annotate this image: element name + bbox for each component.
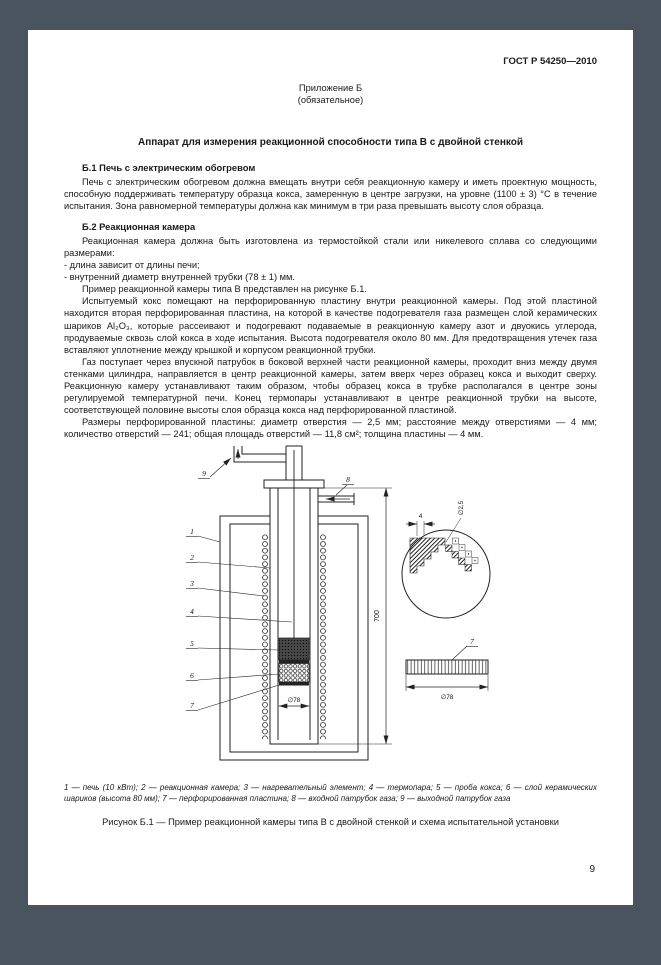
- hole-diameter-leader: [445, 518, 461, 543]
- coke-sample: [278, 637, 309, 661]
- chamber-inner-tube: [277, 488, 310, 741]
- chamber-outer-wall: [269, 488, 318, 745]
- callout-3: 3: [189, 579, 194, 588]
- dimension-700: 700: [317, 488, 392, 745]
- perforated-plate-upper: [278, 660, 309, 664]
- section-b2-paragraph-2: Пример реакционной камеры типа В предста…: [82, 284, 367, 295]
- perforated-plate-lower: [278, 682, 309, 686]
- callout-5: 5: [190, 639, 194, 648]
- annex-block: Приложение Б (обязательное): [64, 83, 597, 106]
- detail-circle: [401, 529, 490, 619]
- dimension-hole-spacing: [405, 521, 435, 537]
- gas-inlet-pipe: [317, 493, 354, 506]
- callout-2: 2: [190, 553, 194, 562]
- hole-pattern-stair-squares: [444, 545, 472, 572]
- section-b1-heading: Б.1 Печь с электрическим обогревом: [82, 161, 256, 173]
- chamber-neck-tube: [285, 445, 302, 481]
- callout-8: 8: [346, 475, 350, 484]
- section-b2-paragraph-1: Реакционная камера должна быть изготовле…: [64, 235, 597, 259]
- section-b2-heading: Б.2 Реакционная камера: [82, 220, 196, 232]
- dimension-tube-diameter: ∅78: [278, 697, 309, 709]
- gas-outlet-pipe: [233, 446, 286, 463]
- plate-detail-view: 4 ∅2,5 7 ∅78: [401, 501, 490, 701]
- figure-caption: Рисунок Б.1 — Пример реакционной камеры …: [102, 816, 559, 827]
- plate-section-view: [405, 659, 488, 675]
- callout-leaders: [185, 458, 354, 712]
- hole-pattern-hatched-sector: [409, 537, 445, 574]
- document-page: ГОСТ Р 54250—2010 Приложение Б (обязател…: [28, 30, 633, 905]
- annex-subtitle: (обязательное): [297, 94, 364, 105]
- hole-pattern-dotted-squares: [451, 538, 478, 565]
- dim-label-700: 700: [374, 610, 381, 622]
- plate-callout-leader: [451, 646, 478, 661]
- annex-title: Приложение Б: [298, 83, 363, 93]
- dim-label-plate-diameter: ∅78: [440, 694, 453, 701]
- ceramic-balls-layer: [278, 663, 309, 683]
- callout-4: 4: [190, 607, 194, 616]
- callout-1: 1: [190, 527, 194, 536]
- page-title: Аппарат для измерения реакционной способ…: [137, 137, 524, 149]
- section-b2-list-item-1: - длина зависит от длины печи;: [64, 260, 200, 271]
- callout-6: 6: [190, 671, 194, 680]
- apparatus-view: ∅78 700: [185, 445, 392, 761]
- callout-9: 9: [202, 469, 206, 478]
- standard-number: ГОСТ Р 54250—2010: [503, 56, 597, 67]
- furnace-outer-casing: [219, 515, 368, 761]
- furnace-inner-casing: [229, 523, 358, 753]
- figure-b1-diagram: ∅78 700: [185, 445, 490, 761]
- section-b2-list-item-2: - внутренний диаметр внутренней трубки (…: [64, 272, 295, 283]
- figure-b1: ∅78 700: [64, 444, 597, 779]
- furnace-and-chamber-outline: [219, 445, 368, 761]
- heating-coils: [261, 534, 326, 740]
- section-b2-paragraph-4: Газ поступает через впускной патрубок в …: [64, 356, 597, 416]
- dim-label-tube-diameter: ∅78: [287, 697, 300, 704]
- section-b2-paragraph-3: Испытуемый кокс помещают на перфорирован…: [64, 296, 597, 355]
- figure-legend: 1 — печь (10 кВт); 2 — реакционная камер…: [64, 783, 597, 804]
- dim-label-hole-spacing: 4: [418, 513, 422, 520]
- dim-label-hole-diameter: ∅2,5: [458, 501, 465, 516]
- dimension-plate-diameter: [405, 675, 488, 692]
- callout-7-detail: 7: [470, 637, 474, 646]
- callout-7: 7: [190, 701, 194, 710]
- section-b1-paragraph: Печь с электрическим обогревом должна вм…: [64, 176, 597, 211]
- page-number: 9: [589, 864, 595, 875]
- section-b2-paragraph-5: Размеры перфорированной пластины: диамет…: [64, 417, 597, 440]
